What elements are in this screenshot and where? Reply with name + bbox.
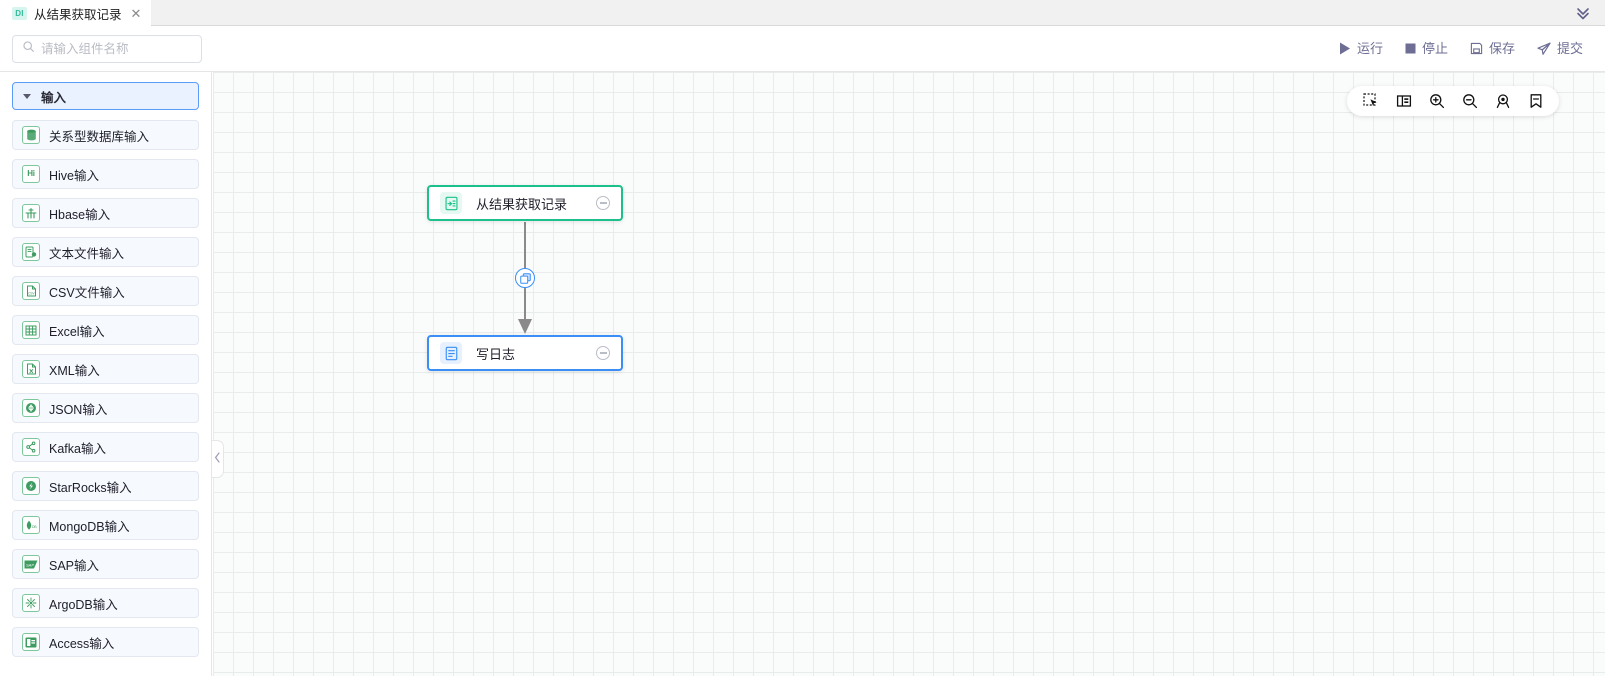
component-panel: 输入 关系型数据库输入 Hi Hive输入 Hbase输入 <box>0 72 212 676</box>
tab-bar: DI 从结果获取记录 ✕ <box>0 0 1605 26</box>
component-item-mongodb[interactable]: DB MongoDB输入 <box>12 510 199 540</box>
canvas-toolbar <box>1347 86 1559 116</box>
component-search[interactable] <box>12 34 202 63</box>
component-item-xml[interactable]: XML输入 <box>12 354 199 384</box>
xml-file-icon <box>22 360 40 378</box>
component-item-relational-db[interactable]: 关系型数据库输入 <box>12 120 199 150</box>
component-label: Access输入 <box>49 636 115 651</box>
select-box-icon[interactable] <box>1362 93 1379 110</box>
minus-circle-icon[interactable] <box>596 196 610 210</box>
zoom-in-icon[interactable] <box>1428 93 1445 110</box>
argodb-icon <box>22 594 40 612</box>
sap-icon: SAP <box>22 555 40 573</box>
component-label: MongoDB输入 <box>49 519 130 534</box>
bookmark-icon[interactable] <box>1527 93 1544 110</box>
flow-edge <box>518 222 532 334</box>
stop-icon <box>1405 43 1416 54</box>
sidebar-group-input[interactable]: 输入 <box>12 82 199 110</box>
play-icon <box>1339 42 1351 55</box>
write-log-icon <box>440 342 462 364</box>
component-label: 关系型数据库输入 <box>49 129 150 144</box>
component-item-text-file[interactable]: 文本文件输入 <box>12 237 199 267</box>
excel-icon <box>22 321 40 339</box>
search-icon <box>22 40 35 58</box>
database-icon <box>22 126 40 144</box>
tab-di-badge: DI <box>12 6 27 20</box>
run-button[interactable]: 运行 <box>1339 42 1383 55</box>
component-item-kafka[interactable]: Kafka输入 <box>12 432 199 462</box>
starrocks-icon <box>22 477 40 495</box>
tab-flow-editor[interactable]: DI 从结果获取记录 ✕ <box>0 0 152 26</box>
component-item-sap[interactable]: SAP SAP输入 <box>12 549 199 579</box>
stop-button[interactable]: 停止 <box>1405 42 1448 55</box>
access-icon <box>22 633 40 651</box>
component-item-access[interactable]: Access输入 <box>12 627 199 657</box>
component-label: JSON输入 <box>49 402 108 417</box>
save-button-label: 保存 <box>1488 41 1515 56</box>
text-file-icon <box>22 243 40 261</box>
minus-circle-icon[interactable] <box>596 346 610 360</box>
component-item-json[interactable]: JSON输入 <box>12 393 199 423</box>
component-item-csv-file[interactable]: CSV CSV文件输入 <box>12 276 199 306</box>
save-button[interactable]: 保存 <box>1470 42 1515 55</box>
hive-abbr: Hi <box>27 169 35 178</box>
json-icon <box>22 399 40 417</box>
close-icon[interactable]: ✕ <box>130 5 142 21</box>
component-item-starrocks[interactable]: StarRocks输入 <box>12 471 199 501</box>
component-label: 文本文件输入 <box>49 246 125 261</box>
caret-down-icon <box>23 93 31 99</box>
toolbar-actions: 运行 停止 保存 提交 <box>1339 42 1605 56</box>
flow-canvas[interactable]: 从结果获取记录 写日志 <box>213 72 1605 676</box>
component-label: SAP输入 <box>49 558 100 573</box>
flow-node-label: 从结果获取记录 <box>476 196 568 212</box>
component-label: ArgoDB输入 <box>49 597 118 612</box>
get-records-icon <box>440 192 462 214</box>
sidebar-collapse-handle[interactable] <box>212 440 224 478</box>
hive-icon: Hi <box>22 165 40 183</box>
double-chevron-down-icon[interactable] <box>1575 5 1591 21</box>
sidebar-group-label: 输入 <box>41 90 67 105</box>
component-label: Hbase输入 <box>49 207 111 222</box>
chevron-left-icon <box>214 450 221 468</box>
zoom-out-icon[interactable] <box>1461 93 1478 110</box>
action-bar: 运行 停止 保存 提交 <box>0 26 1605 72</box>
svg-text:SAP: SAP <box>26 562 34 567</box>
component-label: Kafka输入 <box>49 441 106 456</box>
component-label: Excel输入 <box>49 324 105 339</box>
submit-button-label: 提交 <box>1556 41 1583 56</box>
svg-text:DB: DB <box>31 525 36 529</box>
svg-text:CSV: CSV <box>28 291 35 295</box>
component-item-argodb[interactable]: ArgoDB输入 <box>12 588 199 618</box>
component-label: StarRocks输入 <box>49 480 132 495</box>
stop-button-label: 停止 <box>1421 41 1448 56</box>
component-item-hbase[interactable]: Hbase输入 <box>12 198 199 228</box>
csv-file-icon: CSV <box>22 282 40 300</box>
locate-icon[interactable] <box>1494 93 1511 110</box>
component-item-hive[interactable]: Hi Hive输入 <box>12 159 199 189</box>
component-label: CSV文件输入 <box>49 285 125 300</box>
component-item-excel[interactable]: Excel输入 <box>12 315 199 345</box>
edge-copy-badge[interactable] <box>515 268 535 288</box>
hbase-icon <box>22 204 40 222</box>
send-icon <box>1537 42 1551 56</box>
layout-panel-icon[interactable] <box>1395 93 1412 110</box>
tab-title: 从结果获取记录 <box>34 7 122 22</box>
kafka-icon <box>22 438 40 456</box>
run-button-label: 运行 <box>1356 41 1383 56</box>
search-input[interactable] <box>41 41 202 56</box>
component-label: XML输入 <box>49 363 100 378</box>
flow-node-get-records[interactable]: 从结果获取记录 <box>427 185 623 221</box>
flow-node-label: 写日志 <box>476 346 516 362</box>
component-label: Hive输入 <box>49 168 100 183</box>
submit-button[interactable]: 提交 <box>1537 42 1583 56</box>
flow-node-write-log[interactable]: 写日志 <box>427 335 623 371</box>
tab-bar-spacer <box>151 0 1561 25</box>
mongodb-icon: DB <box>22 516 40 534</box>
save-icon <box>1470 42 1483 55</box>
tab-bar-actions <box>1561 0 1605 25</box>
